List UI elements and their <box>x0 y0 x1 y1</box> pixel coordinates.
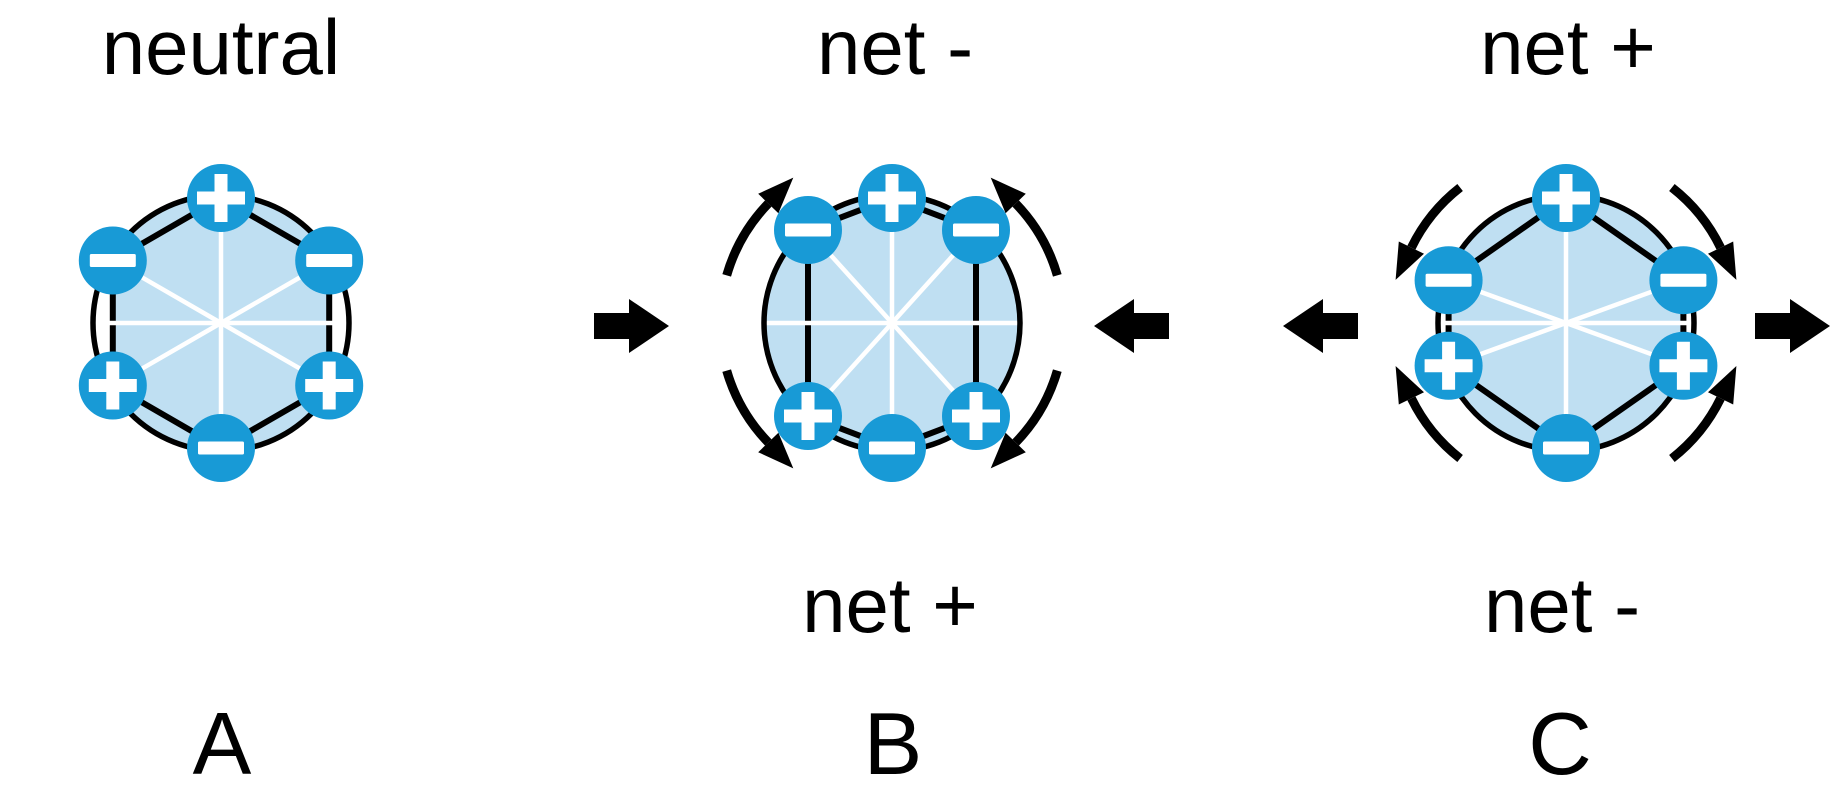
charge-positive-top <box>1532 164 1600 232</box>
charge-positive-top <box>858 164 926 232</box>
rotation-arrow-lower-left-icon <box>722 369 772 446</box>
rotation-arrow-lower-right-icon <box>1669 396 1725 463</box>
charge-positive-lower-right <box>295 351 364 420</box>
panel-a-letter: A <box>192 694 252 793</box>
tension-arrow-left-icon <box>1283 299 1358 353</box>
charge-negative-upper-right <box>295 226 364 295</box>
rotation-arrow-upper-left-icon <box>1407 183 1463 250</box>
rotation-arrows <box>722 200 1062 446</box>
panel-b-bottom-label: net + <box>802 561 978 649</box>
charge-negative-upper-left <box>774 196 842 264</box>
rotation-arrowheads <box>758 177 1026 469</box>
panel-c-top-label: net + <box>1480 3 1656 91</box>
compression-arrow-left-icon <box>594 299 669 353</box>
rotation-arrow-upper-right-icon <box>1669 183 1725 250</box>
panel-b-cell <box>594 164 1169 482</box>
charge-positive-lower-right <box>1649 331 1718 400</box>
charge-negative-bottom <box>1532 414 1600 482</box>
charge-negative-bottom <box>858 414 926 482</box>
charge-negative-upper-right <box>1649 246 1718 315</box>
panel-a-cell <box>78 164 364 482</box>
charge-positive-top <box>187 164 255 232</box>
rotation-arrow-upper-left-icon <box>722 200 772 277</box>
compression-arrow-right-icon <box>1094 299 1169 353</box>
charge-positive-lower-left <box>78 351 147 420</box>
tension-arrow-right-icon <box>1755 299 1830 353</box>
panel-b-letter: B <box>863 694 923 793</box>
panel-c-letter: C <box>1528 694 1592 793</box>
charge-negative-bottom <box>187 414 255 482</box>
charge-negative-upper-left <box>1414 246 1483 315</box>
rotation-arrow-lower-left-icon <box>1407 396 1463 463</box>
rotation-arrow-lower-right-icon <box>1012 369 1062 446</box>
rotation-arrows <box>1407 183 1725 463</box>
charge-positive-lower-right <box>942 382 1010 450</box>
panel-c-bottom-label: net - <box>1483 561 1641 649</box>
charge-negative-upper-left <box>78 226 147 295</box>
charge-positive-lower-left <box>774 382 842 450</box>
rotation-arrowheads <box>1395 241 1737 405</box>
panel-b-top-label: net - <box>816 3 974 91</box>
charge-positive-lower-left <box>1414 331 1483 400</box>
rotation-arrow-upper-right-icon <box>1012 200 1062 277</box>
panel-c-cell <box>1283 164 1830 482</box>
charge-negative-upper-right <box>942 196 1010 264</box>
panel-a-top-label: neutral <box>101 3 341 91</box>
